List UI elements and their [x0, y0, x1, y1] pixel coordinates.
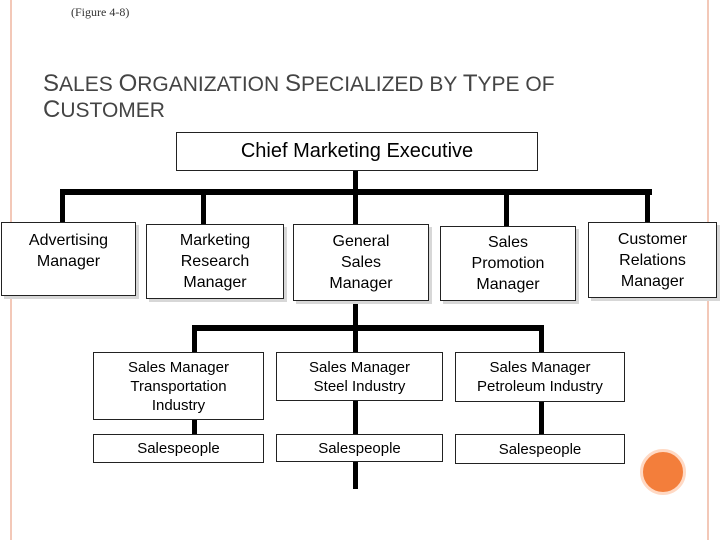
sales-manager-petroleum-box: Sales Manager Petroleum Industry	[455, 352, 625, 402]
connector-research	[201, 189, 206, 227]
figure-label: (Figure 4-8)	[71, 5, 130, 19]
connector-promotion	[504, 189, 509, 227]
sales-manager-transportation-label: Sales Manager Transportation Industry	[128, 358, 229, 414]
connector-root-down	[353, 169, 358, 191]
sales-promotion-manager-label: Sales Promotion Manager	[471, 234, 545, 293]
salespeople-box-petroleum: Salespeople	[455, 434, 625, 464]
connector-petroleum	[539, 325, 544, 355]
customer-relations-manager-box: Customer Relations Manager	[588, 222, 717, 298]
decorative-orange-circle	[640, 449, 686, 495]
connector-advertising	[60, 189, 65, 225]
marketing-research-manager-box: Marketing Research Manager	[146, 224, 284, 299]
slide-title: Sales Organization Specialized by Type o…	[43, 70, 555, 123]
sales-manager-steel-label: Sales Manager Steel Industry	[309, 358, 410, 395]
connector-sales-managers-bar	[192, 325, 544, 331]
connector-salespeople-left	[192, 418, 197, 437]
sales-manager-steel-box: Sales Manager Steel Industry	[276, 352, 443, 401]
connector-customer-relations	[645, 189, 650, 225]
connector-transportation	[192, 325, 197, 355]
advertising-manager-label: Advertising Manager	[28, 232, 109, 270]
sales-manager-transportation-box: Sales Manager Transportation Industry	[93, 352, 264, 420]
chief-marketing-executive-box: Chief Marketing Executive	[176, 132, 538, 171]
advertising-manager-box: Advertising Manager	[1, 222, 136, 296]
salespeople-box-steel: Salespeople	[276, 434, 443, 462]
customer-relations-manager-label: Customer Relations Manager	[617, 230, 688, 290]
connector-salespeople-right	[539, 400, 544, 437]
marketing-research-manager-label: Marketing Research Manager	[179, 232, 251, 291]
general-sales-manager-box: General Sales Manager	[293, 224, 429, 301]
salespeople-box-transportation: Salespeople	[93, 434, 264, 463]
connector-general-sales-trunk	[353, 189, 358, 489]
general-sales-manager-label: General Sales Manager	[329, 233, 393, 292]
sales-promotion-manager-box: Sales Promotion Manager	[440, 226, 576, 301]
sales-manager-petroleum-label: Sales Manager Petroleum Industry	[477, 359, 603, 395]
